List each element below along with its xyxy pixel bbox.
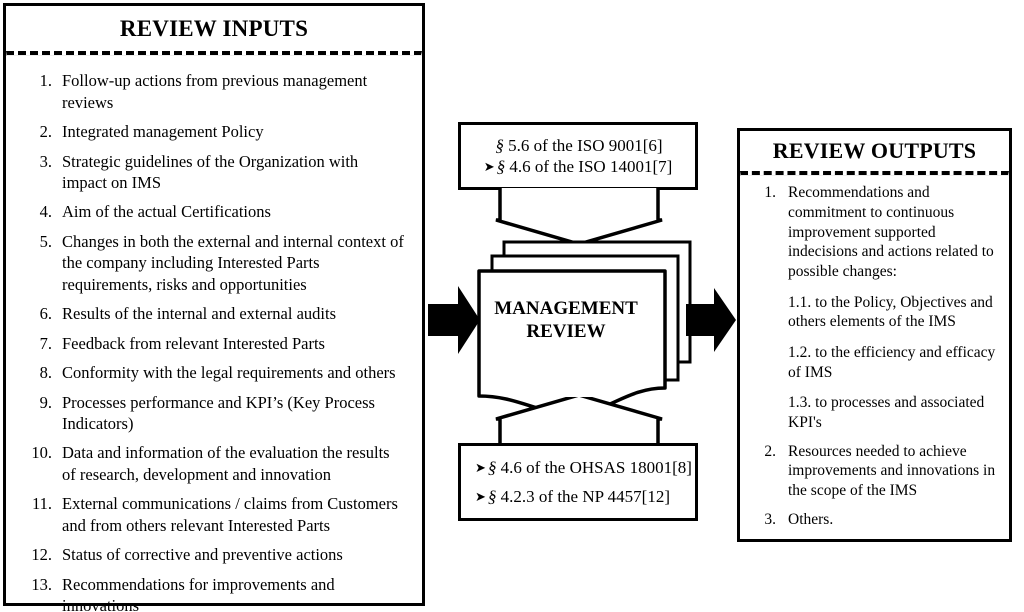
sub-list-item: 1.3. to processes and associated KPI's	[788, 394, 985, 431]
list-item-text: External communications / claims from Cu…	[62, 494, 398, 535]
review-inputs-title: REVIEW INPUTS	[119, 16, 309, 41]
list-item-number: 2.	[764, 442, 776, 460]
sub-list-item: 1.1. to the Policy, Objectives and other…	[788, 293, 993, 331]
list-item-number: 2.	[39, 122, 52, 142]
review-inputs-list: 1. Follow-up actions from previous manage…	[18, 70, 404, 612]
list-item-text: Changes in both the external and interna…	[62, 231, 404, 294]
list-item: 2. Integrated management Policy	[18, 121, 404, 142]
bullet-arrow-icon: ➤	[475, 460, 486, 475]
list-item-text: Results of the internal and external aud…	[62, 304, 337, 324]
list-item-number: 9.	[39, 392, 52, 412]
list-item-text: Feedback from relevant Interested Parts	[62, 333, 325, 353]
list-item: 1. Recommendations and commitment to con…	[746, 183, 999, 432]
list-item: 9. Processes performance and KPI’s (Key P…	[18, 392, 404, 435]
sub-list-item: 1.2. to the efficiency and efficacy of I…	[788, 343, 996, 381]
reference-line: ➤§ 4.2.3 of the NP 4457[12]	[475, 488, 670, 505]
reference-line: ➤§ 4.6 of the OHSAS 18001[8]	[475, 459, 692, 476]
list-item-number: 3.	[764, 510, 776, 528]
list-item-text: Data and information of the evaluation t…	[62, 443, 390, 484]
list-item-number: 8.	[39, 363, 52, 383]
bullet-arrow-icon: ➤	[475, 489, 486, 504]
list-item: 2. Resources needed to achieve improveme…	[746, 442, 999, 501]
management-review-label-line1: MANAGEMENT	[494, 298, 638, 319]
list-item-number: 11.	[31, 494, 52, 514]
list-item: 6. Results of the internal and external a…	[18, 303, 404, 324]
list-item-number: 5.	[39, 231, 52, 251]
inflow-arrow-icon	[428, 286, 480, 354]
reference-text: 4.2.3 of the NP 4457[12]	[500, 487, 671, 506]
review-outputs-list: 1. Recommendations and commitment to con…	[746, 183, 999, 529]
management-review-label-line2: REVIEW	[526, 320, 606, 342]
list-item-text: Integrated management Policy	[62, 122, 264, 142]
review-inputs-divider	[6, 51, 422, 57]
multidocument-icon	[477, 240, 692, 416]
outflow-arrow-icon	[686, 288, 736, 352]
list-item-number: 1.	[39, 71, 52, 91]
review-outputs-divider	[740, 171, 1009, 177]
list-item-number: 3.	[39, 151, 52, 171]
review-outputs-title: REVIEW OUTPUTS	[772, 138, 977, 163]
list-item-text: Processes performance and KPI’s (Key Pro…	[62, 392, 375, 433]
list-item: 5. Changes in both the external and inter…	[18, 231, 404, 295]
reference-text: 5.6 of the ISO 9001[6]	[508, 135, 663, 155]
reference-text: 4.6 of the OHSAS 18001[8]	[500, 458, 692, 477]
bullet-arrow-icon: ➤	[483, 159, 495, 174]
list-item: 3. Strategic guidelines of the Organizati…	[18, 151, 404, 194]
list-item: 11. External communications / claims from…	[18, 493, 404, 536]
list-item-text: Aim of the actual Certifications	[62, 202, 271, 222]
section-symbol: §	[496, 157, 506, 176]
list-item-number: 12.	[31, 545, 52, 565]
list-item-text: Strategic guidelines of the Organization…	[62, 151, 359, 193]
list-item-number: 7.	[39, 333, 52, 353]
bottom-connector-up-arrow-icon	[495, 397, 663, 447]
list-item-text: Status of corrective and preventive acti…	[62, 545, 343, 565]
list-item-number: 13.	[31, 574, 52, 594]
list-item: 4. Aim of the actual Certifications	[18, 201, 404, 222]
list-item-text: Conformity with the legal requirements a…	[62, 363, 396, 383]
top-reference-box: § 5.6 of the ISO 9001[6] ➤§ 4.6 of the I…	[458, 122, 698, 190]
list-item: 1. Follow-up actions from previous manage…	[18, 70, 404, 113]
management-review-label: MANAGEMENT REVIEW	[476, 298, 656, 344]
list-item: 13. Recommendations for improvements and …	[18, 574, 404, 612]
list-item: 7. Feedback from relevant Interested Part…	[18, 333, 404, 354]
reference-text: 4.6 of the ISO 14001[7]	[509, 157, 673, 176]
list-item: 3. Others.	[746, 510, 999, 530]
review-outputs-panel: REVIEW OUTPUTS 1. Recommendations and co…	[737, 128, 1012, 542]
section-symbol: §	[487, 487, 497, 506]
list-item-number: 6.	[39, 304, 52, 324]
section-symbol: §	[495, 135, 504, 155]
reference-line: ➤§ 4.6 of the ISO 14001[7]	[484, 156, 673, 177]
list-item-text: Recommendations and commitment to contin…	[788, 184, 994, 280]
list-item: 8. Conformity with the legal requirements…	[18, 362, 404, 383]
list-item-text: Recommendations for improvements and inn…	[62, 574, 335, 612]
section-symbol: §	[487, 458, 497, 477]
list-item-text: Follow-up actions from previous manageme…	[62, 71, 368, 112]
list-item-text: Resources needed to achieve improvements…	[788, 442, 996, 499]
list-item-number: 4.	[39, 202, 52, 222]
list-item-number: 10.	[31, 443, 52, 463]
reference-line: § 5.6 of the ISO 9001[6]	[493, 135, 662, 156]
management-review-shape: MANAGEMENT REVIEW	[476, 238, 694, 418]
review-inputs-panel: REVIEW INPUTS 1. Follow-up actions from p…	[3, 3, 425, 612]
list-item-text: Others.	[788, 510, 834, 528]
list-item: 10. Data and information of the evaluatio…	[18, 442, 404, 485]
list-item-number: 1.	[764, 184, 776, 202]
bottom-reference-box: ➤§ 4.6 of the OHSAS 18001[8] ➤§ 4.2.3 of…	[458, 443, 698, 521]
list-item: 12. Status of corrective and preventive a…	[18, 544, 404, 565]
